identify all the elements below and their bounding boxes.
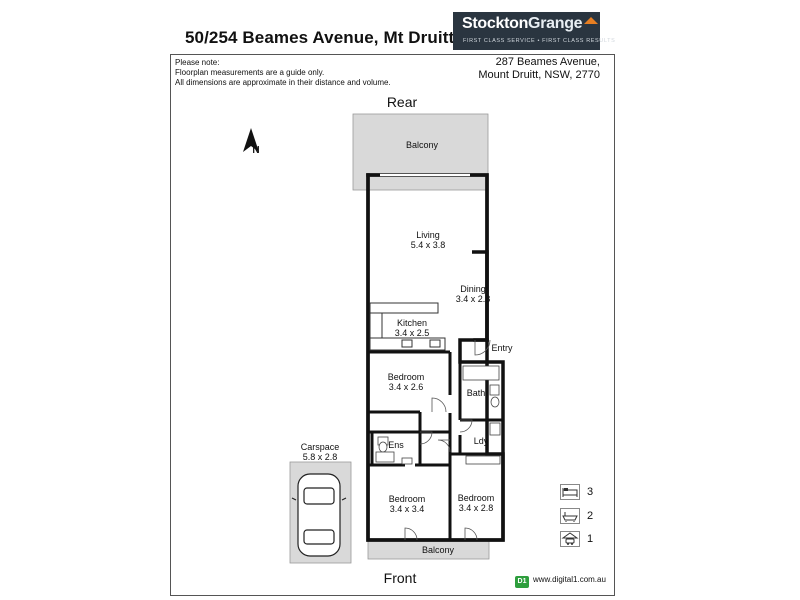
north-label: N xyxy=(252,145,260,156)
entry-label: Entry xyxy=(491,343,513,353)
room-name: Dining xyxy=(460,284,486,294)
living-room-label: Living 5.4 x 3.8 xyxy=(411,230,446,250)
room-dimensions: 3.4 x 2.6 xyxy=(388,382,424,392)
room-name: Kitchen xyxy=(396,318,428,328)
room-dimensions: 3.4 x 3.4 xyxy=(389,504,425,514)
room-name: Living xyxy=(416,230,440,240)
bedroom-1-label: Bedroom 3.4 x 2.6 xyxy=(388,372,425,392)
north-arrow-icon xyxy=(243,128,259,152)
car-icon xyxy=(560,531,580,547)
room-name: Bedroom xyxy=(388,494,426,504)
bedroom-2-label: Bedroom 3.4 x 3.4 xyxy=(389,494,426,514)
room-name: Bedroom xyxy=(387,372,425,382)
logo-wordmark: StocktonGrange xyxy=(462,15,583,32)
internal-walls xyxy=(368,352,503,540)
room-dimensions: 5.4 x 3.8 xyxy=(410,240,446,250)
logo-roof-icon xyxy=(584,17,598,24)
door-swings xyxy=(404,339,491,541)
bathtub-icon xyxy=(560,508,580,524)
bedroom-count: 3 xyxy=(587,486,594,498)
footer-website[interactable]: www.digital1.com.au xyxy=(533,575,606,584)
room-name: Bedroom xyxy=(457,493,495,503)
digital1-logo: D1 xyxy=(515,576,529,588)
carspace-label: Carspace 5.8 x 2.8 xyxy=(301,442,340,462)
rear-windows xyxy=(380,173,470,177)
ensuite-label: Ens xyxy=(388,440,404,450)
agency-logo: StocktonGrange FIRST CLASS SERVICE • FIR… xyxy=(453,12,615,50)
address-line-1: 287 Beames Avenue, xyxy=(495,56,600,68)
bathroom-count: 2 xyxy=(587,510,594,522)
property-address: 287 Beames Avenue, Mount Druitt, NSW, 27… xyxy=(478,56,600,82)
bath-label: Bath xyxy=(466,388,486,398)
disclaimer-notes: Please note: Floorplan measurements are … xyxy=(175,58,391,88)
kitchen-benches xyxy=(369,302,446,351)
room-dimensions: 3.4 x 2.8 xyxy=(458,503,494,513)
room-name: Carspace xyxy=(300,442,340,452)
rear-balcony-label: Balcony xyxy=(405,140,439,150)
front-label: Front xyxy=(383,570,417,586)
car-icon xyxy=(291,473,347,557)
room-dimensions: 3.4 x 2.5 xyxy=(394,328,430,338)
rear-label: Rear xyxy=(386,94,418,110)
property-title: 50/254 Beames Avenue, Mt Druitt xyxy=(185,28,455,47)
note-line: Floorplan measurements are a guide only. xyxy=(175,68,325,77)
bed-icon xyxy=(560,484,580,500)
logo-tagline: FIRST CLASS SERVICE • FIRST CLASS RESULT… xyxy=(463,38,616,44)
bedroom-3-label: Bedroom 3.4 x 2.8 xyxy=(458,493,495,513)
carspace-count: 1 xyxy=(587,533,594,545)
laundry-label: Ldy xyxy=(473,436,489,446)
front-balcony-label: Balcony xyxy=(421,545,455,555)
dining-room-label: Dining 3.4 x 2.8 xyxy=(456,284,491,304)
bath-fixtures xyxy=(375,365,501,465)
kitchen-label: Kitchen 3.4 x 2.5 xyxy=(395,318,430,338)
floorplan-frame xyxy=(170,54,615,596)
room-dimensions: 3.4 x 2.8 xyxy=(455,294,491,304)
note-heading: Please note: xyxy=(175,58,220,67)
note-line: All dimensions are approximate in their … xyxy=(175,78,391,87)
room-dimensions: 5.8 x 2.8 xyxy=(302,452,338,462)
address-line-2: Mount Druitt, NSW, 2770 xyxy=(478,69,600,81)
rear-balcony-area xyxy=(352,113,489,191)
